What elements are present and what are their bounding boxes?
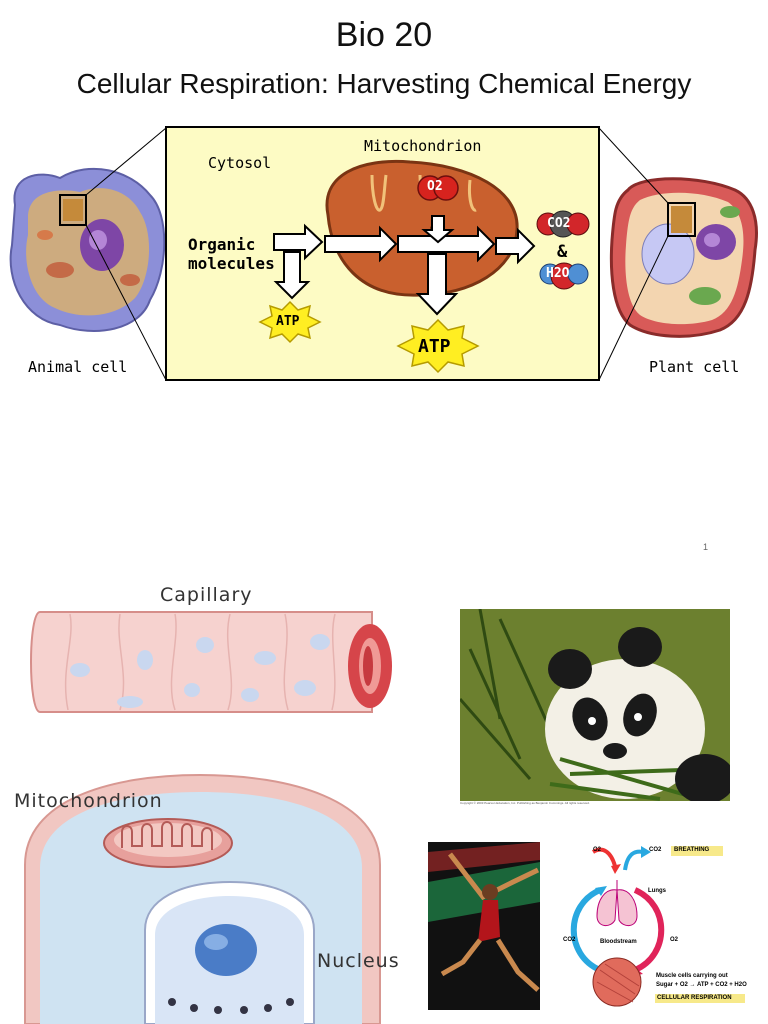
lungs-label: Lungs — [648, 888, 666, 894]
co2-label: CO2 — [547, 216, 571, 231]
co2-molecule-icon — [536, 210, 590, 238]
mitochondrion-cell-label: Mitochondrion — [14, 790, 163, 812]
page-number: 1 — [703, 542, 709, 552]
atp-large-label: ATP — [418, 336, 451, 357]
cellular-respiration-label: CELLULAR RESPIRATION — [657, 995, 732, 1001]
h2o-molecule-icon — [539, 262, 589, 290]
mitochondrion-label: Mitochondrion — [364, 137, 482, 155]
cellular-respiration-figure — [9, 126, 758, 381]
o2-label: O2 — [427, 179, 443, 194]
panda-photo — [460, 609, 730, 801]
plant-cell-label: Plant cell — [649, 358, 740, 376]
gymnast-photo — [428, 842, 540, 1010]
atp-star-large-icon — [396, 318, 480, 374]
capillary-illustration — [30, 611, 392, 713]
atp-small-label: ATP — [276, 314, 300, 329]
capillary-label: Capillary — [160, 584, 253, 606]
breathing-label: BREATHING — [674, 847, 710, 853]
organic-line-1: Organic — [188, 235, 256, 254]
diagram-o2-right: O2 — [670, 937, 679, 943]
plant-cell-illustration — [609, 177, 758, 338]
slide-title: Bio 20 — [335, 16, 433, 54]
animal-cell-label: Animal cell — [28, 358, 128, 376]
cell-illustration — [24, 773, 381, 1024]
animal-cell-illustration — [9, 167, 166, 332]
breathing-cycle-diagram — [570, 846, 745, 1007]
h2o-label: H2O — [546, 266, 570, 281]
respiration-equation: Sugar + O2 → ATP + CO2 + H2O — [656, 982, 747, 988]
diagram-co2-left: CO2 — [563, 937, 576, 943]
capillary-and-cell-figure — [24, 611, 392, 1024]
bloodstream-label: Bloodstream — [600, 939, 637, 945]
o2-molecule-icon — [417, 175, 459, 201]
organic-molecules-label: Organic molecules — [188, 235, 275, 273]
diagram-co2-top: CO2 — [649, 847, 662, 853]
ampersand-label: & — [557, 242, 568, 262]
cytosol-label: Cytosol — [208, 154, 272, 172]
nucleus-label: Nucleus — [317, 950, 400, 972]
slide-subtitle: Cellular Respiration: Harvesting Chemica… — [76, 68, 692, 99]
flow-arrows — [273, 215, 536, 316]
muscle-cells-label: Muscle cells carrying out — [656, 973, 728, 979]
panda-copyright: Copyright © 2003 Pearson Education, Inc.… — [460, 801, 590, 805]
diagram-o2-top: O2 — [593, 847, 602, 853]
organic-line-2: molecules — [188, 254, 275, 273]
atp-star-small-icon — [258, 300, 322, 344]
